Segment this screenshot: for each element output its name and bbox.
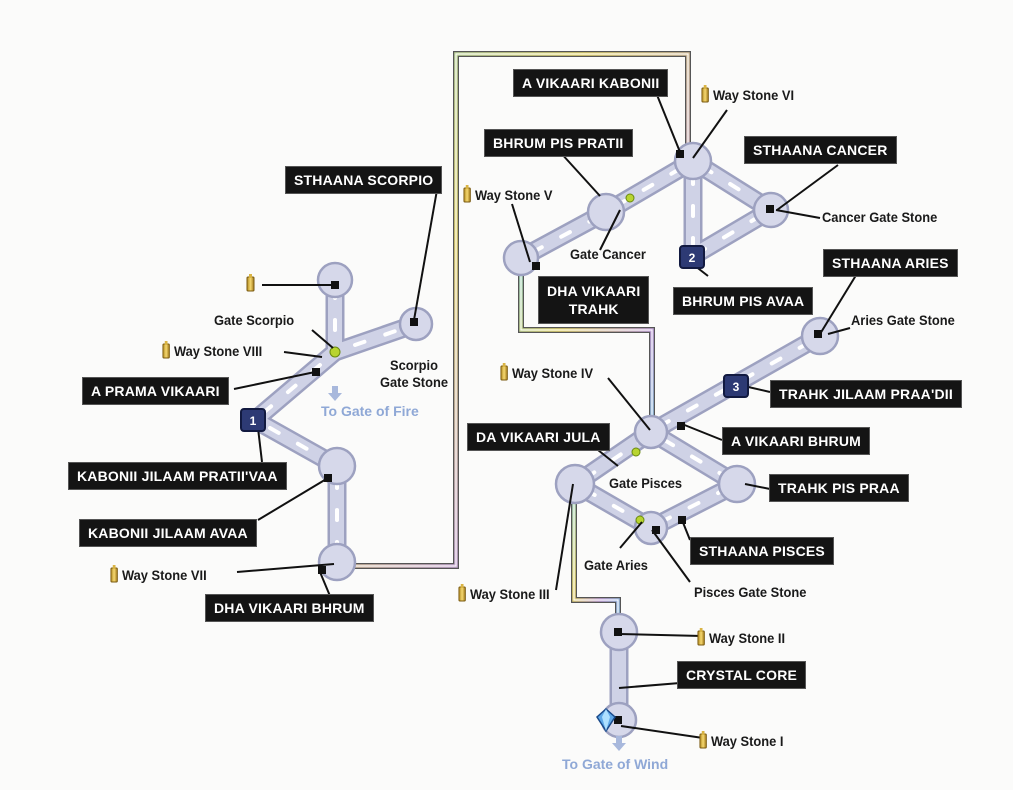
label-pisces-gate-stone: Pisces Gate Stone xyxy=(694,584,807,600)
area-a-vikaari-bhrum: A VIKAARI BHRUM xyxy=(722,427,871,455)
crystal-icon xyxy=(596,708,616,732)
way-stone-icon xyxy=(110,565,118,583)
chest-icon: 1 xyxy=(240,408,266,432)
area-crystal-core: CRYSTAL CORE xyxy=(677,661,807,689)
area-dha-vikaari-trahk-line1: DHA VIKAARI xyxy=(547,283,641,299)
leader-lines xyxy=(233,89,859,739)
way-stone-icon xyxy=(162,341,170,359)
label-gate-scorpio: Gate Scorpio xyxy=(214,312,295,328)
area-bhrum-pis-avaa: BHRUM PIS AVAA xyxy=(673,287,814,315)
area-dha-vikaari-trahk: DHA VIKAARI TRAHK xyxy=(538,276,650,324)
chest-number: 1 xyxy=(249,414,257,428)
way-stone-icon xyxy=(699,731,707,749)
area-bhrum-pis-pratii: BHRUM PIS PRATII xyxy=(484,129,633,157)
label-way-stone-iii: Way Stone III xyxy=(458,584,550,603)
label-way-stone-ii: Way Stone II xyxy=(697,628,785,647)
anchor-points xyxy=(312,150,822,724)
area-dha-vikaari-bhrum: DHA VIKAARI BHRUM xyxy=(205,594,374,622)
area-kabonii-jilaam-pratii-vaa: KABONII JILAAM PRATII'VAA xyxy=(68,462,287,490)
way-stone-icon xyxy=(500,363,508,381)
label-way-stone-i: Way Stone I xyxy=(699,731,783,750)
label-gate-cancer: Gate Cancer xyxy=(570,246,646,262)
area-trahk-pis-praa: TRAHK PIS PRAA xyxy=(769,474,909,502)
area-trahk-jilaam-praa-dii: TRAHK JILAAM PRAA'DII xyxy=(770,380,962,408)
label-gate-pisces: Gate Pisces xyxy=(609,475,683,491)
chest-icon: 3 xyxy=(723,374,749,398)
area-sthaana-cancer: STHAANA CANCER xyxy=(744,136,897,164)
area-dha-vikaari-trahk-line2: TRAHK xyxy=(568,301,619,317)
down-arrow-icon xyxy=(328,386,342,401)
label-way-stone-v: Way Stone V xyxy=(463,185,552,204)
area-kabonii-jilaam-avaa: KABONII JILAAM AVAA xyxy=(79,519,257,547)
area-sthaana-pisces: STHAANA PISCES xyxy=(690,537,834,565)
label-way-stone-vii: Way Stone VII xyxy=(110,565,207,584)
chest-number: 3 xyxy=(732,380,740,394)
area-da-vikaari-jula: DA VIKAARI JULA xyxy=(467,423,610,451)
way-stone-icon xyxy=(458,584,466,602)
area-a-prama-vikaari: A PRAMA VIKAARI xyxy=(82,377,229,405)
way-stone-icon xyxy=(697,628,705,646)
label-way-stone-iv: Way Stone IV xyxy=(500,363,593,382)
gate-markers xyxy=(329,193,645,525)
label-to-gate-of-fire[interactable]: To Gate of Fire xyxy=(321,403,419,419)
way-stone-icon xyxy=(463,185,471,203)
label-gate-aries: Gate Aries xyxy=(584,557,648,573)
area-sthaana-scorpio: STHAANA SCORPIO xyxy=(285,166,443,194)
label-way-stone-vi: Way Stone VI xyxy=(701,85,794,104)
label-way-stone-viii: Way Stone VIII xyxy=(162,341,262,360)
way-stone-icon xyxy=(246,274,255,292)
label-cancer-gate-stone: Cancer Gate Stone xyxy=(822,209,938,225)
label-scorpio-gate-stone: Scorpio Gate Stone xyxy=(380,357,448,390)
area-a-vikaari-kabonii: A VIKAARI KABONII xyxy=(513,69,669,97)
label-to-gate-of-wind[interactable]: To Gate of Wind xyxy=(562,756,669,772)
teleport-links xyxy=(338,51,691,630)
down-arrow-icon xyxy=(612,736,626,751)
chest-number: 2 xyxy=(688,251,696,265)
way-stone-icon xyxy=(701,85,709,103)
chest-icon: 2 xyxy=(679,245,705,269)
label-aries-gate-stone: Aries Gate Stone xyxy=(851,312,955,328)
area-sthaana-aries: STHAANA ARIES xyxy=(823,249,958,277)
